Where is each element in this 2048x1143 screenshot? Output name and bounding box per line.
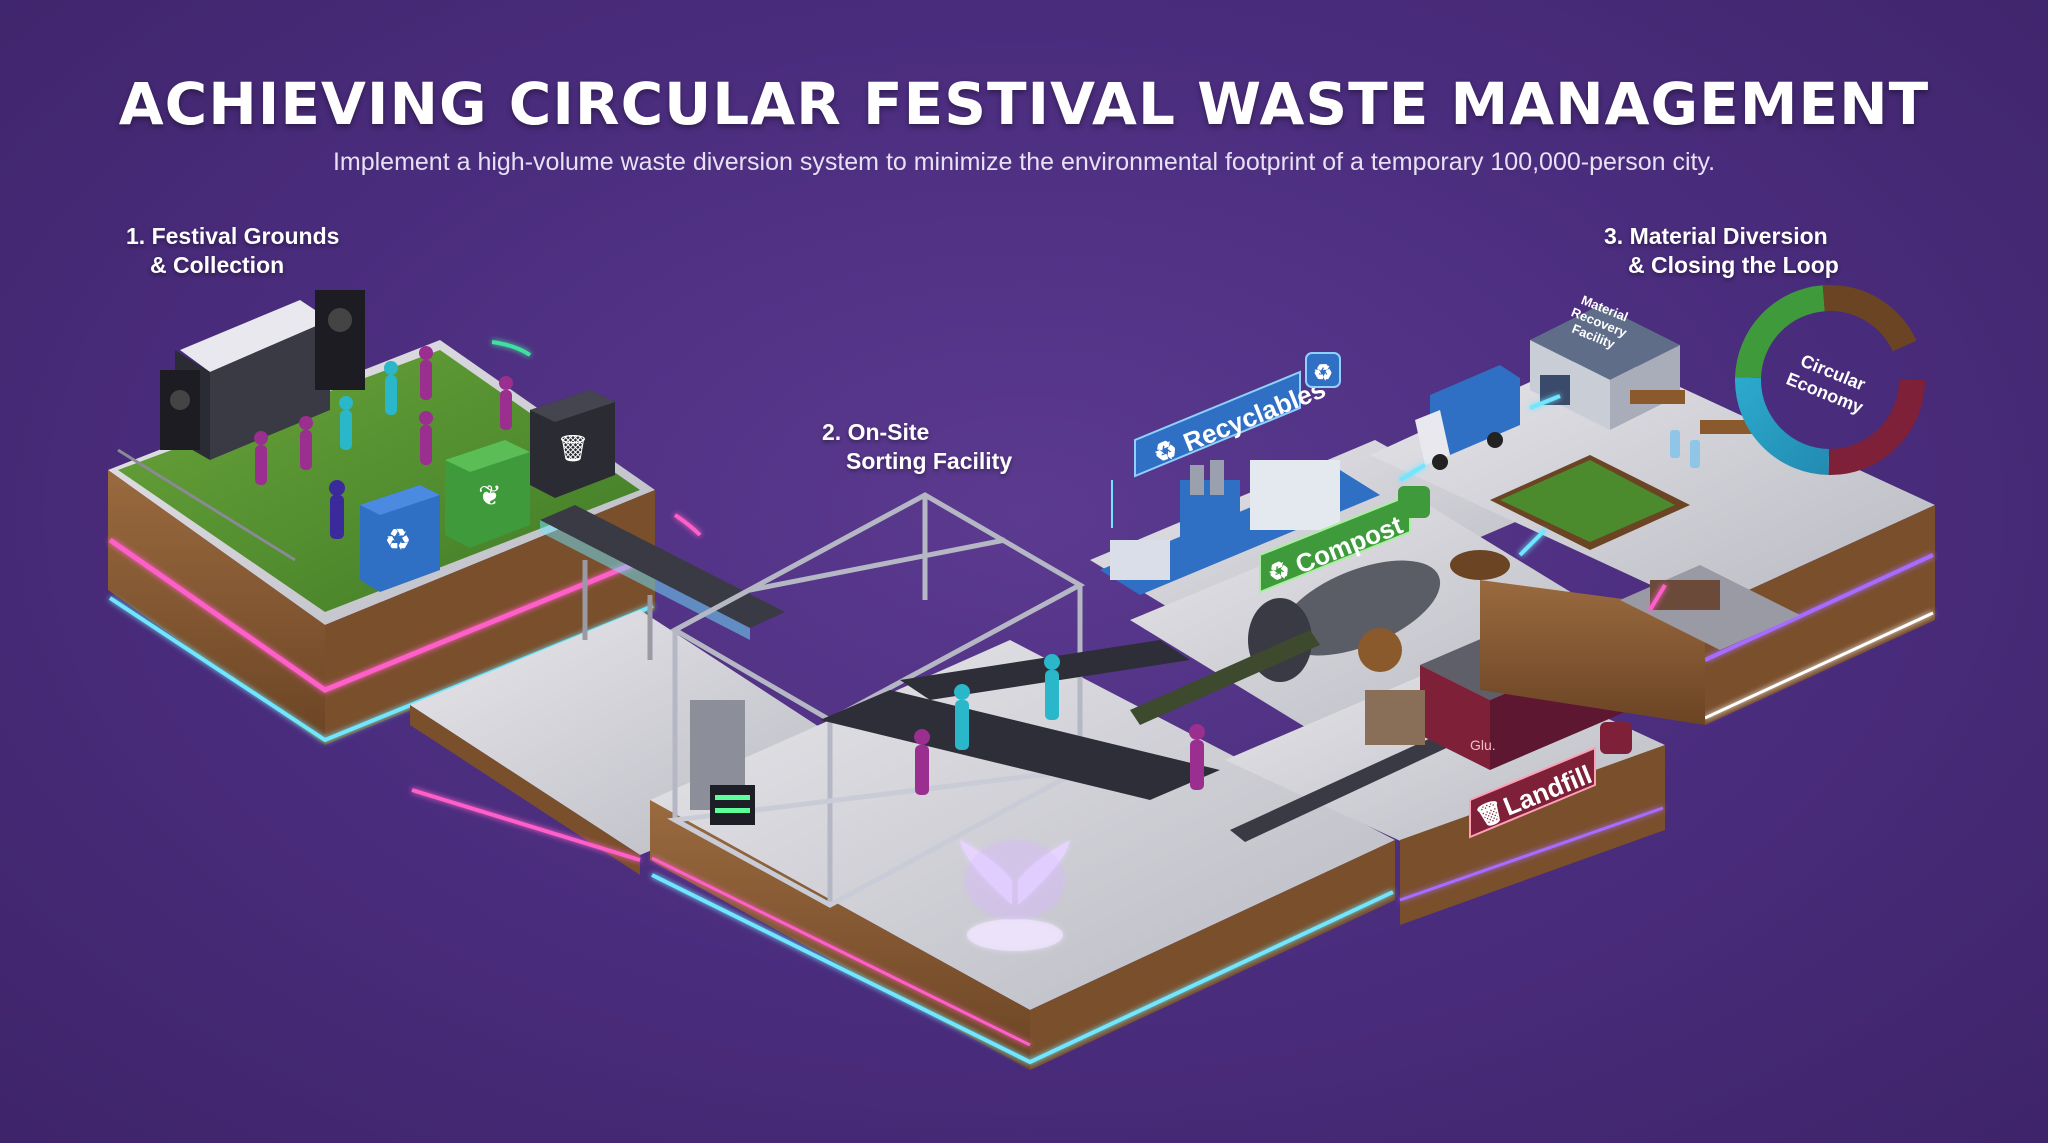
step-2-line1: 2. On-Site <box>822 419 930 445</box>
collection-bins: ♻ ❦ 🗑 <box>360 390 615 592</box>
leaf-icon: ❦ <box>478 480 501 511</box>
mrf-building: Material Recovery Facility <box>1530 292 1680 430</box>
truck-logo: Glu. <box>1470 737 1496 753</box>
inbound-conveyor <box>540 505 785 660</box>
wings-logo-icon <box>960 840 1070 951</box>
compost-platform <box>1130 500 1600 730</box>
step-3-label: 3. Material Diversion & Closing the Loop <box>1604 222 1839 280</box>
step-1-line2: & Collection <box>150 252 285 278</box>
step-1-line1: 1. Festival Grounds <box>126 223 340 249</box>
step-3-line1: 3. Material Diversion <box>1604 223 1828 249</box>
sorting-workers <box>914 654 1205 795</box>
crowd <box>254 346 513 539</box>
step-3-line2: & Closing the Loop <box>1628 252 1839 278</box>
circular-economy-cycle: Circular Economy <box>1735 285 1925 475</box>
recycle-icon: ♻ <box>385 524 412 557</box>
benches <box>1630 390 1755 468</box>
festival-stage <box>160 290 365 460</box>
arrow-icon <box>491 340 1667 612</box>
recycle-icon: ♻ <box>1313 360 1333 385</box>
page-subtitle: Implement a high-volume waste diversion … <box>332 148 1716 176</box>
step-1-label: 1. Festival Grounds & Collection <box>126 222 339 280</box>
page-title: ACHIEVING CIRCULAR FESTIVAL WASTE MANAGE… <box>118 70 1930 138</box>
sorting-machinery <box>690 640 1220 825</box>
sorting-platform <box>410 610 1395 1070</box>
sorting-building <box>667 492 1086 908</box>
fence <box>117 448 296 562</box>
step-2-line2: Sorting Facility <box>846 448 1013 474</box>
trash-icon: 🗑 <box>556 433 589 463</box>
step-2-label: 2. On-Site Sorting Facility <box>822 418 1012 476</box>
recycling-truck <box>1415 365 1520 470</box>
